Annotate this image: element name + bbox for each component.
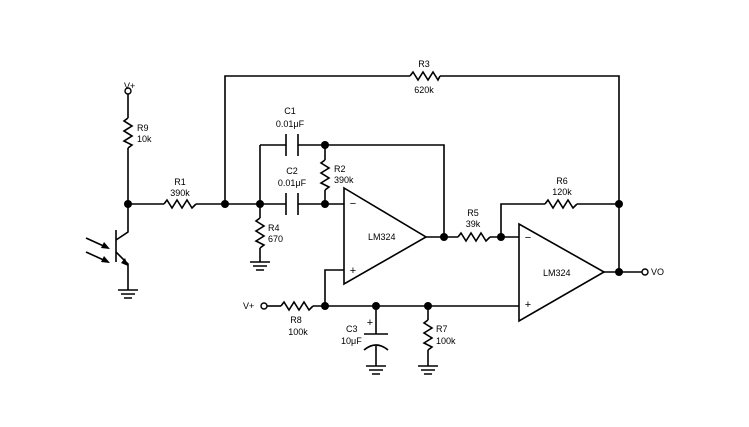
- resistor-r9: [122, 117, 134, 149]
- capacitor-c2: [285, 193, 299, 215]
- r5-value: 39k: [466, 219, 481, 229]
- capacitor-c3: +: [363, 317, 389, 351]
- supply-terminal-top: [124, 87, 132, 95]
- wires: [127, 75, 642, 366]
- r7-name: R7: [436, 324, 448, 334]
- opamp-u1: − + LM324: [343, 186, 428, 286]
- u1-inverting-input-sign: −: [350, 198, 356, 210]
- r1-name: R1: [174, 177, 186, 187]
- r6-value: 120k: [552, 187, 572, 197]
- r9-value: 10k: [137, 134, 152, 144]
- resistor-r6: [544, 198, 578, 210]
- phototransistor: [85, 204, 129, 274]
- u1-label: LM324: [368, 232, 396, 242]
- u2-inverting-input-sign: −: [525, 232, 531, 244]
- u2-noninverting-input-sign: +: [525, 299, 531, 311]
- resistor-r8: [280, 300, 314, 312]
- r7-value: 100k: [436, 336, 456, 346]
- light-rays-icon: [85, 237, 110, 263]
- c3-polarity-mark: +: [367, 317, 373, 329]
- r4-name: R4: [268, 223, 280, 233]
- supply-label-bottom: V+: [243, 301, 254, 311]
- ground-icon: [118, 289, 138, 299]
- resistor-r7: [422, 319, 434, 351]
- junction-dots: [124, 141, 623, 310]
- r5-name: R5: [467, 208, 479, 218]
- r4-value: 670: [268, 234, 283, 244]
- r2-name: R2: [334, 164, 346, 174]
- c3-value: 10μF: [341, 336, 362, 346]
- capacitor-c1: [285, 134, 299, 156]
- r8-value: 100k: [288, 327, 308, 337]
- r9-name: R9: [137, 123, 149, 133]
- r3-name: R3: [418, 59, 430, 69]
- supply-terminal-bottom: [260, 302, 268, 310]
- resistor-r5: [457, 231, 491, 243]
- c1-value: 0.01μF: [276, 119, 305, 129]
- resistor-r2: [319, 159, 331, 191]
- r3-value: 620k: [414, 85, 434, 95]
- c2-value: 0.01μF: [278, 178, 307, 188]
- supply-label-top: V+: [124, 81, 135, 91]
- opamp-u2: − + LM324: [518, 222, 606, 323]
- c2-name: C2: [286, 166, 298, 176]
- resistor-r4: [254, 217, 266, 249]
- resistor-r3: [409, 70, 441, 82]
- ground-icon: [366, 365, 386, 375]
- output-label: VO: [651, 267, 664, 277]
- output-terminal: [641, 268, 649, 276]
- u1-noninverting-input-sign: +: [350, 265, 356, 277]
- r2-value: 390k: [334, 175, 354, 185]
- r8-name: R8: [290, 315, 302, 325]
- c3-name: C3: [346, 324, 358, 334]
- ground-icon: [250, 261, 270, 271]
- c1-name: C1: [284, 106, 296, 116]
- r6-name: R6: [556, 176, 568, 186]
- ground-icon: [418, 365, 438, 375]
- u2-label: LM324: [543, 268, 571, 278]
- r1-value: 390k: [170, 188, 190, 198]
- resistor-r1: [163, 198, 197, 210]
